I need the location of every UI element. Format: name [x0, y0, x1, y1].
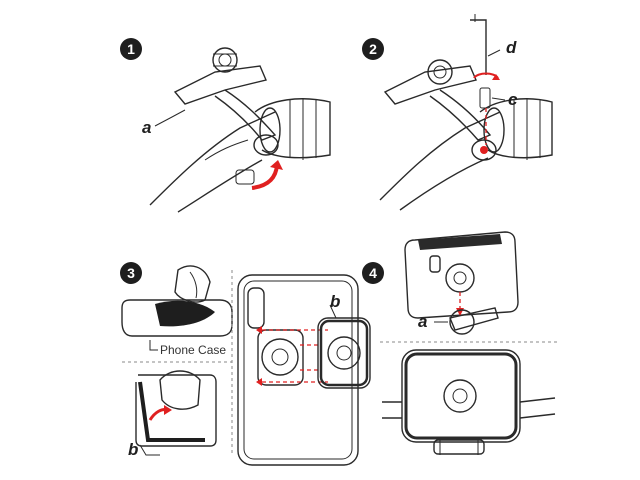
callout-d-step2: d: [506, 38, 517, 57]
step-3-badge: 3: [120, 262, 142, 284]
panel-1-illustration: [149, 47, 331, 213]
callout-a-step1: a: [142, 118, 152, 137]
panel-3-illustration: [121, 265, 371, 466]
callout-c-step2: c: [508, 90, 518, 109]
callout-a-step4: a: [418, 312, 428, 331]
phone-case-label: Phone Case: [160, 343, 227, 357]
step-4-badge: 4: [362, 262, 384, 284]
step-1-badge: 1: [120, 38, 142, 60]
callout-b-step3-press: b: [128, 440, 139, 459]
step-2-badge: 2: [362, 38, 384, 60]
panel-4-illustration: [380, 231, 560, 455]
panel-2-illustration: [379, 14, 553, 211]
callout-b-step3-pad: b: [330, 292, 341, 311]
